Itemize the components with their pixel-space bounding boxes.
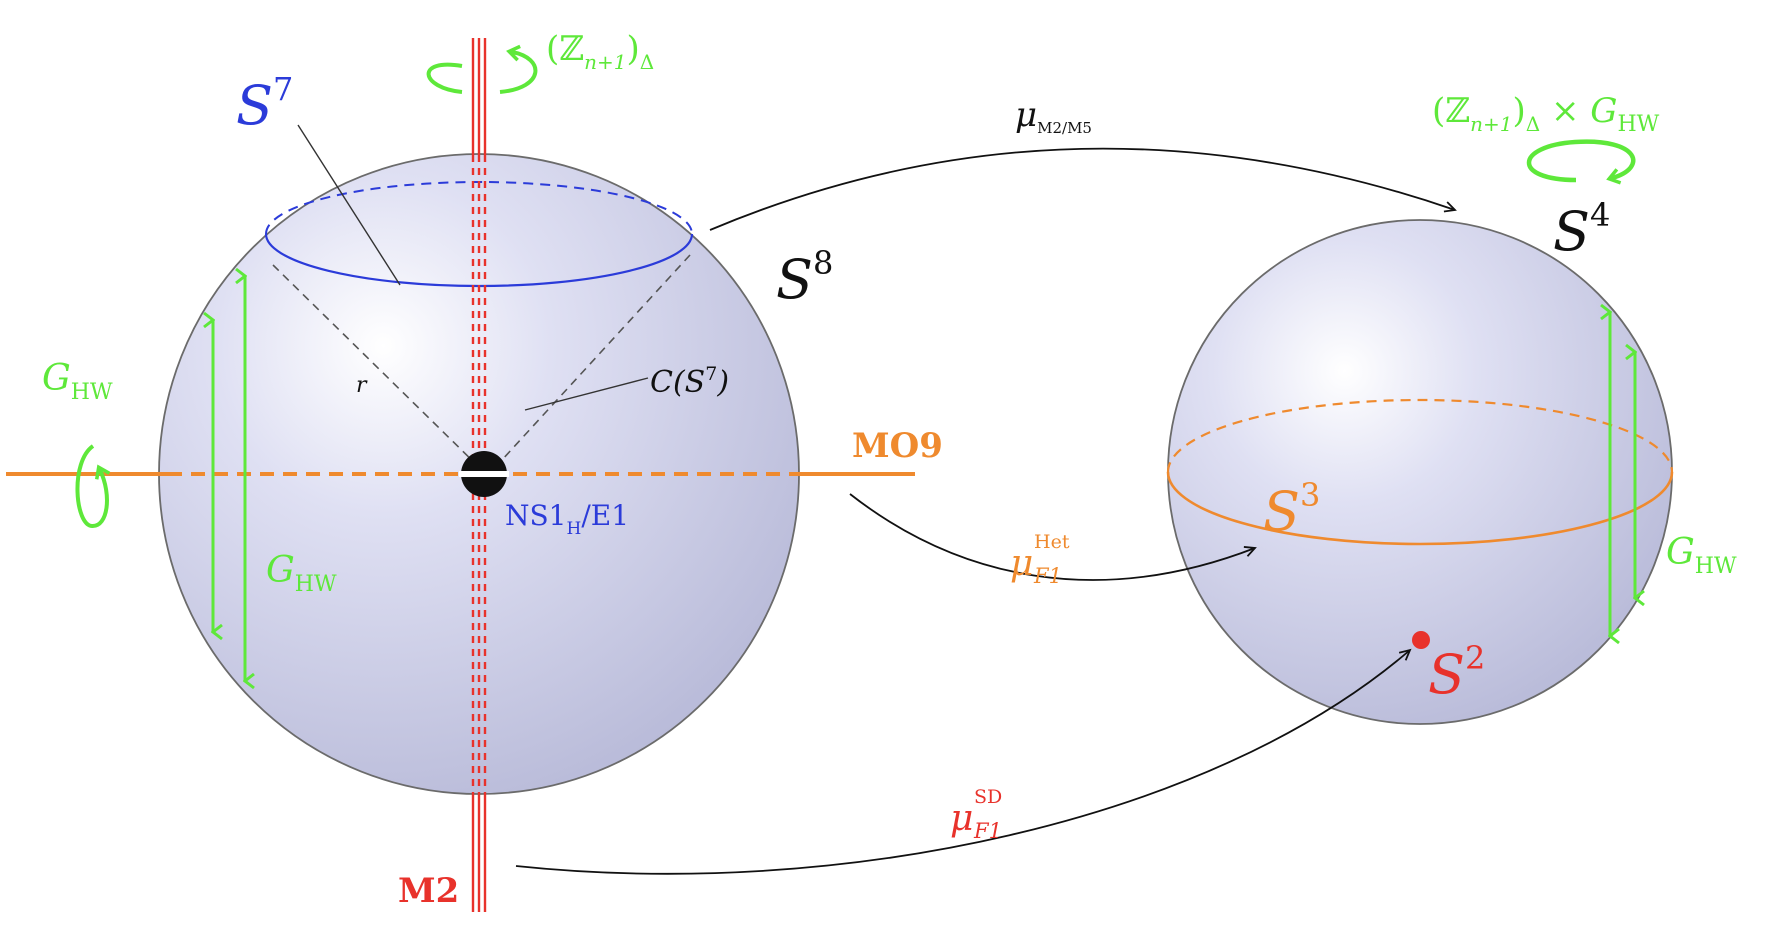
- map-arrow-sd: [515, 650, 1410, 875]
- label-mo9: MO9: [852, 426, 943, 466]
- map-arrow-m2m5: [709, 147, 1455, 231]
- label-zn-ghw: (ℤn+1)Δ × GHW: [1432, 91, 1660, 137]
- ns1-e1-stripe: [459, 471, 509, 477]
- s7-leader-line: [297, 124, 401, 286]
- label-s4: S4: [1553, 196, 1610, 263]
- label-s8: S8: [776, 244, 833, 311]
- map-arrow-het: [849, 493, 1255, 581]
- cone-leader-line: [524, 377, 649, 411]
- label-ghw-right: GHW: [1666, 532, 1737, 579]
- label-s2: S2: [1428, 639, 1485, 706]
- sphere-s4: [1166, 219, 1674, 725]
- cone-line-right: [489, 254, 691, 474]
- label-s7: S7: [236, 70, 293, 137]
- label-ghw-left: GHW: [42, 358, 113, 405]
- zn-ghw-rotation-arrow: [1526, 139, 1636, 185]
- label-m2: M2: [398, 871, 459, 911]
- label-cone: C(S7): [650, 363, 729, 400]
- zn-rotation-arrow: [426, 52, 538, 94]
- sphere-s8: [6, 38, 915, 912]
- cone-line-left: [272, 264, 486, 474]
- label-mu-m2m5: μM2/M5: [1015, 95, 1092, 137]
- s2-point: [1412, 631, 1430, 649]
- label-ns1-e1: NS1H/E1: [505, 499, 629, 539]
- label-zn-top: (ℤn+1)Δ: [546, 29, 654, 74]
- label-r: r: [356, 373, 368, 398]
- label-s3: S3: [1263, 476, 1320, 543]
- ghw-rotation-arrow-left: [75, 444, 111, 528]
- label-ghw-inner: GHW: [266, 550, 337, 597]
